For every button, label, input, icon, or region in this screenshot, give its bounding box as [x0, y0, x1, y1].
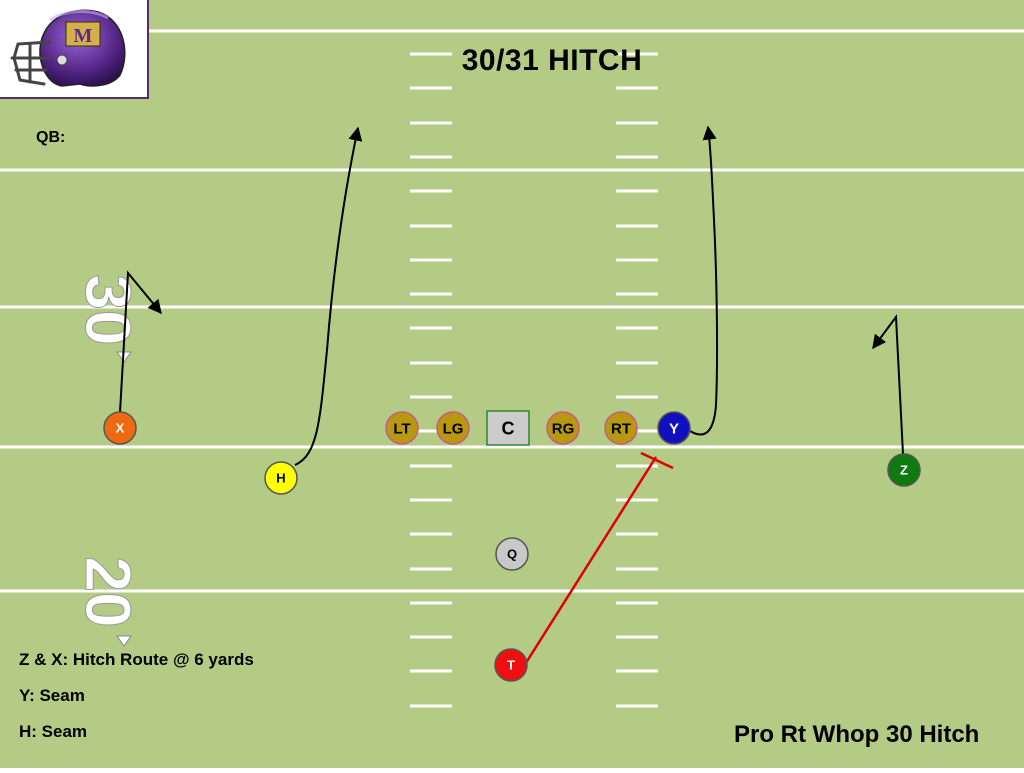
player-h: H	[264, 461, 298, 495]
player-marker	[486, 410, 530, 446]
players: LT LG C RG RT Y X H Z Q T	[103, 410, 921, 682]
block-bar	[640, 451, 674, 470]
player-label: LT	[393, 420, 410, 437]
player-marker	[495, 537, 529, 571]
player-t: T	[494, 648, 528, 682]
player-marker	[604, 411, 638, 445]
qb-label: QB:	[36, 129, 66, 146]
play-title: 30/31 HITCH	[461, 44, 643, 77]
player-label: Z	[900, 463, 908, 478]
player-label: LG	[443, 420, 464, 437]
player-z: Z	[887, 453, 921, 487]
player-marker	[103, 411, 137, 445]
routes	[119, 125, 904, 466]
player-marker	[264, 461, 298, 495]
field-number-lower: 20	[72, 556, 144, 627]
player-marker	[546, 411, 580, 445]
player-c: C	[486, 410, 530, 446]
route-x-hitch	[119, 270, 162, 413]
play-name: Pro Rt Whop 30 Hitch	[734, 721, 980, 748]
player-rt: RT	[604, 411, 638, 445]
logo-letter: M	[74, 25, 93, 47]
field-number-20: 20	[72, 556, 145, 647]
hash-marks	[410, 52, 658, 708]
player-label: H	[276, 471, 285, 486]
player-label: X	[116, 421, 125, 436]
player-label: Q	[507, 547, 517, 562]
team-logo: M	[0, 0, 149, 99]
player-marker	[385, 411, 419, 445]
route-y-seam	[689, 125, 719, 436]
player-label: RG	[552, 420, 575, 437]
player-marker	[494, 648, 528, 682]
yard-lines	[0, 29, 1024, 593]
player-rg: RG	[546, 411, 580, 445]
player-label: RT	[611, 420, 631, 437]
note-y: Y: Seam	[19, 686, 85, 705]
route-h-seam	[294, 126, 363, 466]
player-lt: LT	[385, 411, 419, 445]
player-label: C	[502, 418, 515, 438]
player-lg: LG	[436, 411, 470, 445]
player-label: Y	[669, 420, 679, 437]
player-y: Y	[657, 411, 691, 445]
player-marker	[657, 411, 691, 445]
player-marker	[436, 411, 470, 445]
route-z-hitch	[872, 314, 904, 455]
note-z-x: Z & X: Hitch Route @ 6 yards	[19, 650, 254, 669]
field-number-30: 30	[72, 274, 145, 363]
player-label: T	[507, 658, 515, 673]
player-q: Q	[495, 537, 529, 571]
block-line	[522, 456, 658, 667]
player-x: X	[103, 411, 137, 445]
note-h: H: Seam	[19, 722, 88, 741]
helmet-icon: M	[10, 9, 126, 87]
tailback-block	[522, 451, 674, 667]
player-marker	[887, 453, 921, 487]
field-number-upper: 30	[72, 274, 144, 345]
